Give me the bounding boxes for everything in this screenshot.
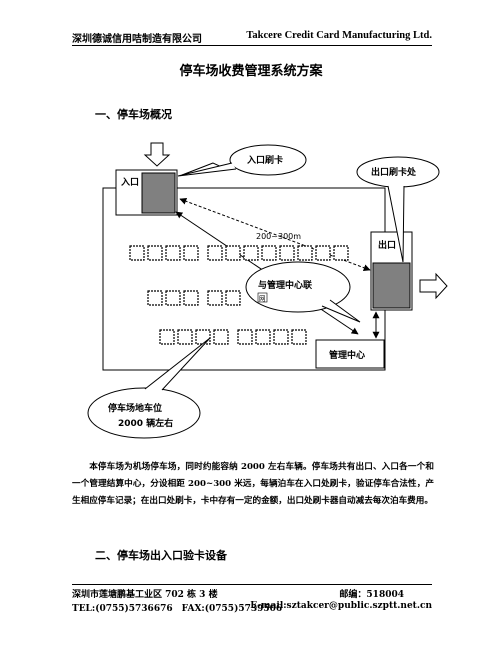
document-title: 停车场收费管理系统方案 [179, 64, 323, 79]
page-header: 深圳德诚信用咭制造有限公司 Takcere Credit Card Manufa… [72, 30, 432, 45]
footer-address: 深圳市莲塘鹏基工业区 702 栋 3 楼 [72, 590, 218, 600]
exit-callout-text: 出口刷卡处 [371, 166, 417, 178]
overview-paragraph: 本停车场为机场停车场，同时约能容纳 2000 左右车辆。停车场共有出口、入口各一… [72, 459, 434, 510]
entrance-card-reader [141, 172, 176, 214]
overview-text: 本停车场为机场停车场，同时约能容纳 2000 左右车辆。停车场共有出口、入口各一… [72, 462, 434, 506]
footer-line-2: TEL:(0755)5736676 FAX:(0755)5739506 E-ma… [72, 601, 432, 614]
management-link-callout: 与管理中心联 网 [245, 261, 361, 323]
distance-label: 200~300m [256, 232, 301, 241]
exit-label: 出口 [378, 239, 396, 251]
exit-arrow [419, 272, 448, 300]
parking-capacity-callout: 停车场地车位 2000 辆左右 [87, 337, 211, 439]
management-callout-box-text: 网 [259, 295, 266, 303]
header-rule [72, 45, 432, 46]
management-center-box [315, 339, 385, 369]
footer-email: E-mail:sztakcer@public.szptt.net.cn [250, 601, 432, 611]
footer-postcode: 邮编：518004 [339, 590, 404, 600]
footer-rule [72, 584, 432, 585]
entrance-callout-text: 入口刷卡 [246, 154, 283, 166]
exit-card-reader [372, 262, 411, 309]
management-center-label: 管理中心 [329, 349, 365, 361]
footer-line-1: 深圳市莲塘鹏基工业区 702 栋 3 楼 邮编：518004 [72, 587, 432, 600]
parking-bays-row-1 [129, 245, 349, 261]
footer-tel-fax: TEL:(0755)5736676 FAX:(0755)5739506 [72, 604, 283, 614]
parking-lot-diagram: 入口 出口 管理中心 200~300m 入口刷卡 [87, 142, 448, 439]
parking-bays-row-2 [147, 290, 241, 306]
management-callout-text: 与管理中心联 [258, 279, 313, 291]
exit-card-callout: 出口刷卡处 [356, 156, 440, 263]
section-heading-equipment: 二、停车场出入口验卡设备 [95, 549, 227, 562]
section-heading-overview: 一、停车场概况 [95, 108, 172, 121]
parking-bays-row-3 [159, 329, 307, 345]
parking-callout-line2: 2000 辆左右 [118, 417, 173, 429]
entrance-label: 入口 [120, 177, 139, 188]
entrance-card-callout: 入口刷卡 [177, 144, 307, 177]
entrance-arrow [143, 142, 171, 167]
header-company-en: Takcere Credit Card Manufacturing Ltd. [246, 30, 432, 41]
parking-callout-line1: 停车场地车位 [108, 402, 162, 414]
header-company-cn: 深圳德诚信用咭制造有限公司 [72, 34, 202, 45]
